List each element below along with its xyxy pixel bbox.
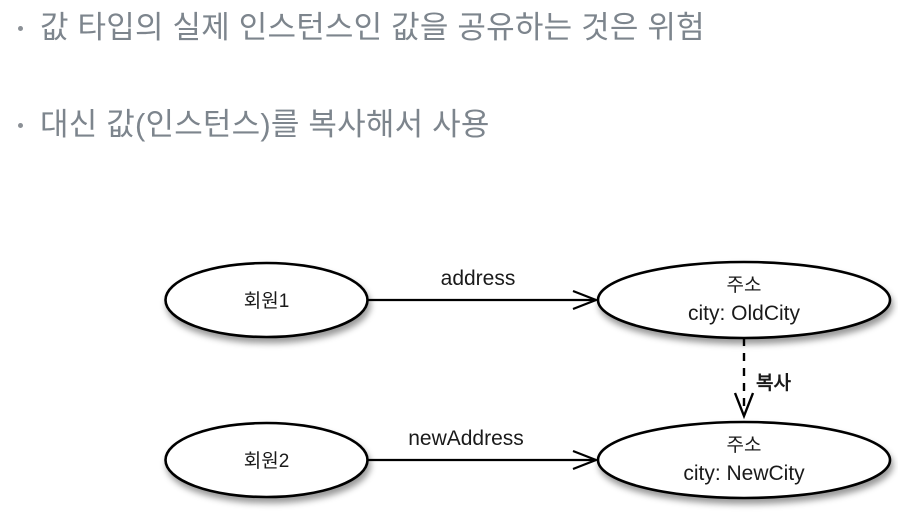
bullet-item-1: 값 타입의 실제 인스턴스인 값을 공유하는 것은 위험: [0, 6, 898, 50]
edge-address-label: address: [441, 267, 516, 290]
node-address-old-label: 주소: [727, 275, 762, 296]
node-address-new-shape[interactable]: [596, 420, 892, 500]
node-member1-shape[interactable]: [164, 261, 369, 339]
arrowhead-icon: [733, 392, 755, 420]
node-address-old-shape[interactable]: [596, 260, 892, 340]
node-member2-shape[interactable]: [164, 421, 369, 499]
node-member1[interactable]: 회원1: [164, 261, 369, 339]
edge-copy-label: 복사: [756, 372, 791, 394]
node-address-old[interactable]: 주소 city: OldCity: [596, 260, 892, 340]
edge-new-address-label: newAddress: [408, 427, 524, 450]
bullet-item-2: 대신 값(인스턴스)를 복사해서 사용: [0, 103, 898, 147]
node-address-new[interactable]: 주소 city: NewCity: [596, 420, 892, 500]
node-address-old-sublabel: city: OldCity: [688, 302, 801, 325]
arrowhead-icon: [572, 449, 600, 471]
bullet-dot-icon: [0, 6, 40, 50]
node-member1-label: 회원1: [244, 290, 290, 312]
node-address-new-label: 주소: [727, 435, 762, 456]
node-member2[interactable]: 회원2: [164, 421, 369, 499]
bullet-item-2-label: 대신 값(인스턴스)를 복사해서 사용: [40, 107, 490, 142]
bullet-dot-icon: [0, 103, 40, 147]
edge-new-address: newAddress: [368, 427, 600, 471]
node-address-new-sublabel: city: NewCity: [683, 462, 805, 485]
arrowhead-icon: [572, 289, 600, 311]
edge-address: address: [368, 267, 600, 311]
node-member2-label: 회원2: [244, 450, 290, 472]
bullet-item-1-label: 값 타입의 실제 인스턴스인 값을 공유하는 것은 위험: [40, 10, 705, 45]
edge-copy: 복사: [733, 338, 791, 420]
